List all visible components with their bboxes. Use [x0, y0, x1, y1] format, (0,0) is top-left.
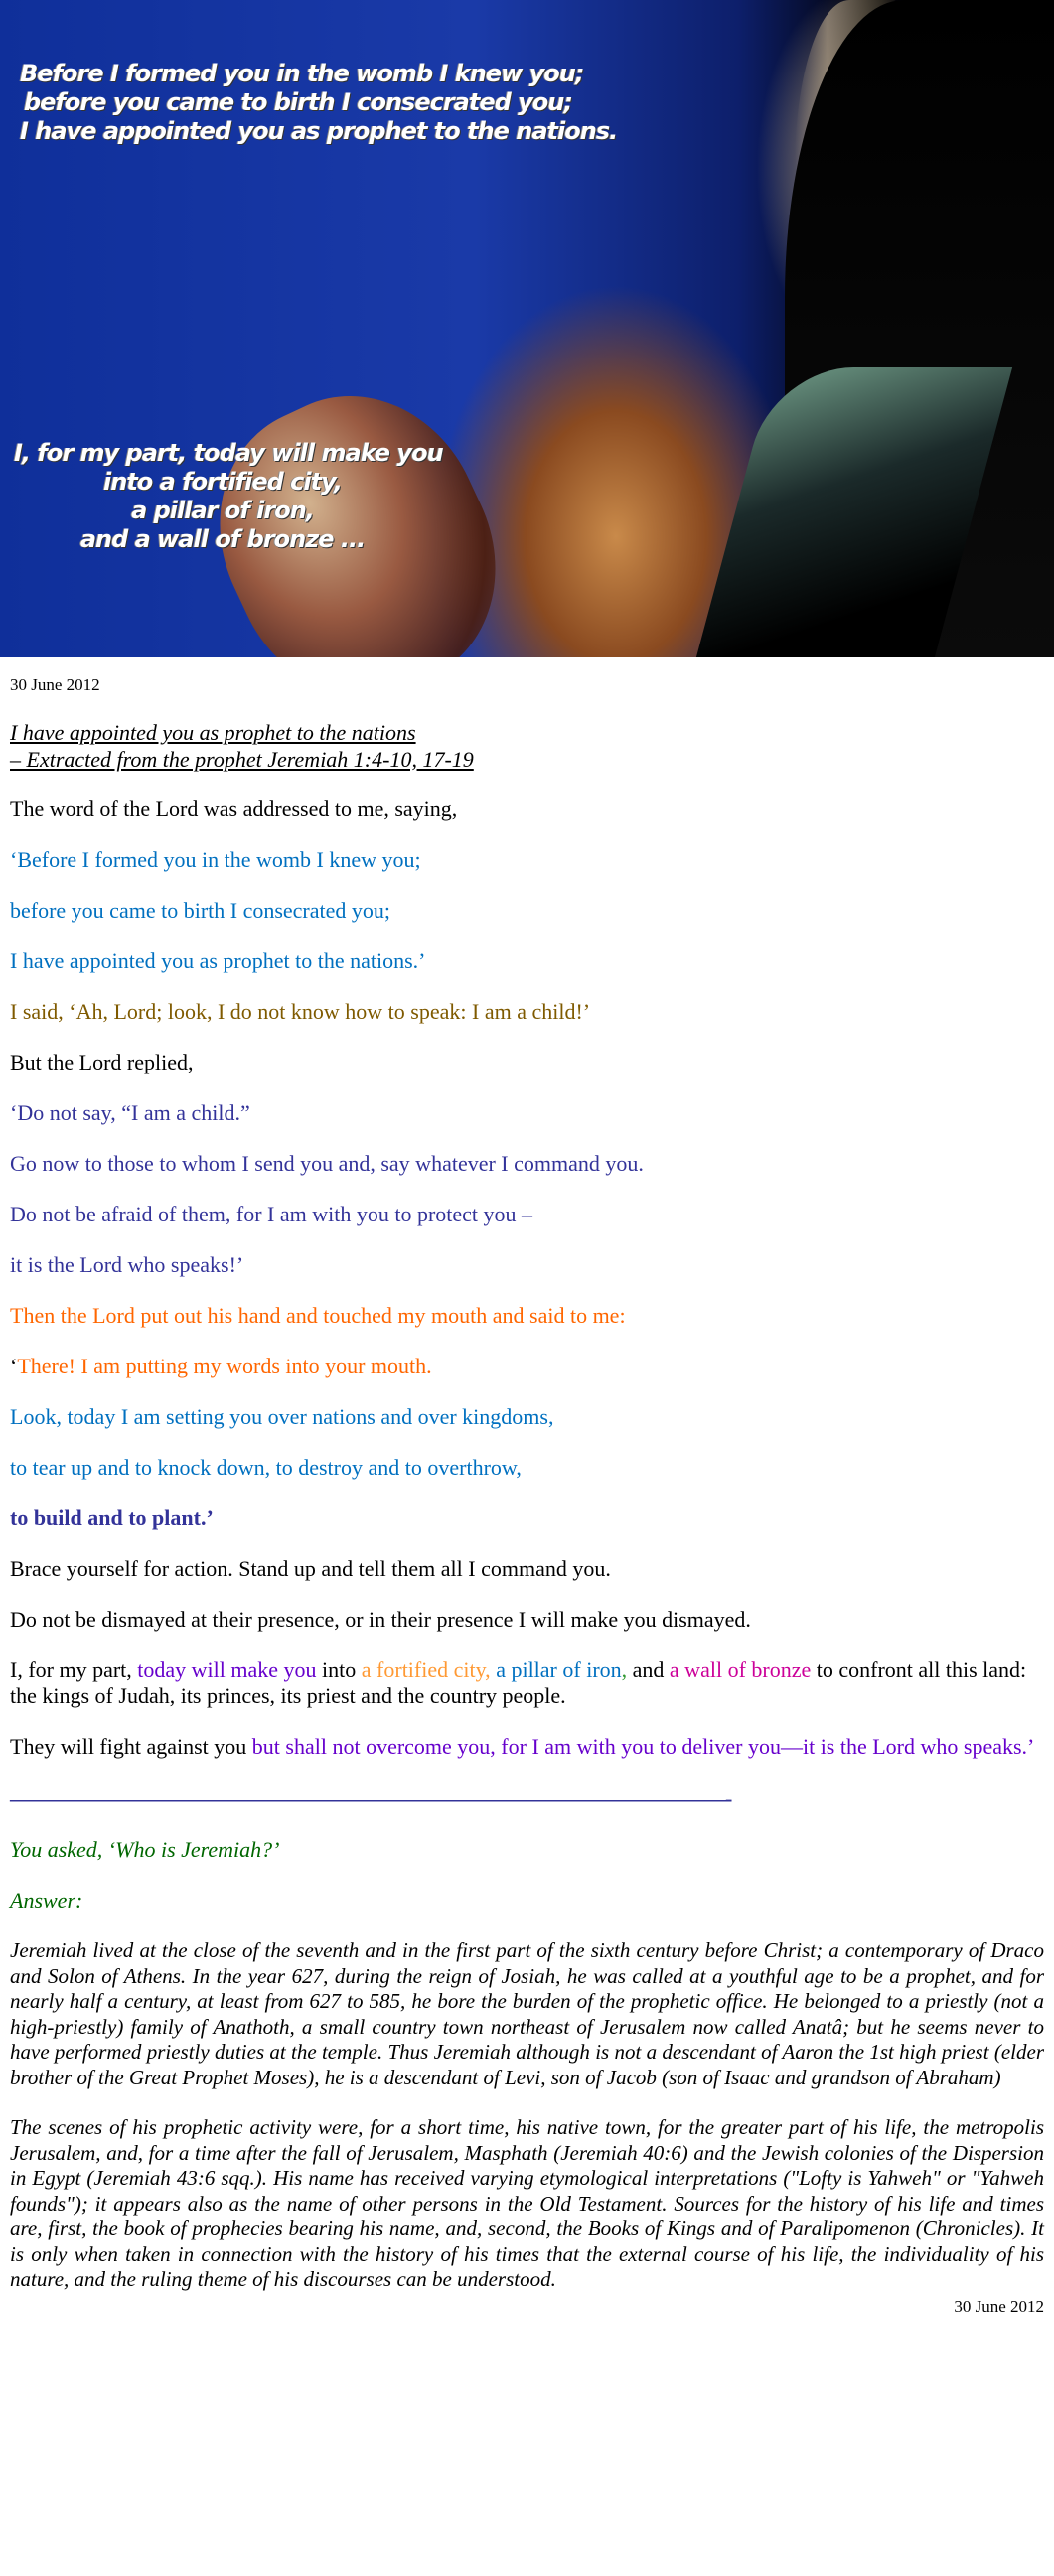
post-date: 30 June 2012 — [10, 675, 100, 694]
text: but shall not overcome you, for I am wit… — [251, 1734, 1035, 1759]
verse: Go now to those to whom I send you and, … — [10, 1151, 644, 1176]
hero-caption-top: Before I formed you in the womb I knew y… — [20, 60, 618, 146]
hero-image: Before I formed you in the womb I knew y… — [0, 0, 1054, 657]
verse: ‘Do not say, “I am a child.” — [10, 1100, 250, 1125]
text: , — [621, 1657, 628, 1682]
hero-line: Before I formed you in the womb I knew y… — [20, 60, 584, 87]
verse: Look, today I am setting you over nation… — [10, 1404, 554, 1429]
verse: Do not be afraid of them, for I am with … — [10, 1202, 533, 1226]
verse: I said, ‘Ah, Lord; look, I do not know h… — [10, 999, 591, 1024]
divider-dashes: ————————————————————————————————————- — [10, 1787, 732, 1811]
hero-line: I have appointed you as prophet to the n… — [20, 117, 618, 145]
hero-line: and a wall of bronze ... — [79, 525, 366, 553]
verse-fortified: I, for my part, today will make you into… — [10, 1657, 1044, 1709]
hero-caption-bottom: I, for my part, today will make you into… — [14, 439, 444, 554]
verse: ‘There! I am putting my words into your … — [10, 1354, 1044, 1379]
hero-line: a pillar of iron, — [131, 497, 315, 524]
hero-line: into a fortified city, — [103, 468, 343, 496]
quote-mark: ‘ — [10, 1354, 18, 1378]
verse: Brace yourself for action. Stand up and … — [10, 1556, 611, 1581]
answer-label: Answer: — [10, 1888, 83, 1913]
verse: it is the Lord who speaks!’ — [10, 1252, 244, 1277]
answer-paragraph: The scenes of his prophetic activity wer… — [10, 2115, 1044, 2291]
verse: before you came to birth I consecrated y… — [10, 898, 391, 923]
question: You asked, ‘Who is Jeremiah?’ — [10, 1837, 280, 1862]
text: They will fight against you — [10, 1734, 252, 1759]
hero-line: before you came to birth I consecrated y… — [24, 88, 573, 116]
text: and — [627, 1657, 670, 1682]
verse: Do not be dismayed at their presence, or… — [10, 1607, 751, 1632]
verse: Then the Lord put out his hand and touch… — [10, 1303, 626, 1328]
verse-text: There! I am putting my words into your m… — [17, 1354, 432, 1378]
answer-paragraph: Jeremiah lived at the close of the seven… — [10, 1938, 1044, 2089]
text: today will make you — [137, 1657, 317, 1682]
verse: But the Lord replied, — [10, 1050, 194, 1074]
title-subline: – Extracted from the prophet Jeremiah 1:… — [10, 747, 474, 772]
text: I, for my part, — [10, 1657, 138, 1682]
text: to confront all this land: the kings of … — [10, 1657, 1027, 1708]
text: a fortified city, — [361, 1657, 491, 1682]
article: 30 June 2012 I have appointed you as pro… — [0, 675, 1054, 2317]
text: into — [316, 1657, 362, 1682]
verse-fight: They will fight against you but shall no… — [10, 1734, 1044, 1760]
text: a pillar of iron — [490, 1657, 622, 1682]
verse: to tear up and to knock down, to destroy… — [10, 1455, 522, 1480]
verse: to build and to plant.’ — [10, 1505, 214, 1530]
title-line: I have appointed you as prophet to the n… — [10, 720, 416, 745]
verse: I have appointed you as prophet to the n… — [10, 948, 426, 973]
text: a wall of bronze — [669, 1657, 812, 1682]
hero-line: I, for my part, today will make you — [14, 439, 444, 467]
verse: ‘Before I formed you in the womb I knew … — [10, 847, 421, 872]
article-title: I have appointed you as prophet to the n… — [10, 719, 1044, 773]
footer-date: 30 June 2012 — [954, 2296, 1044, 2316]
verse: The word of the Lord was addressed to me… — [10, 796, 458, 821]
